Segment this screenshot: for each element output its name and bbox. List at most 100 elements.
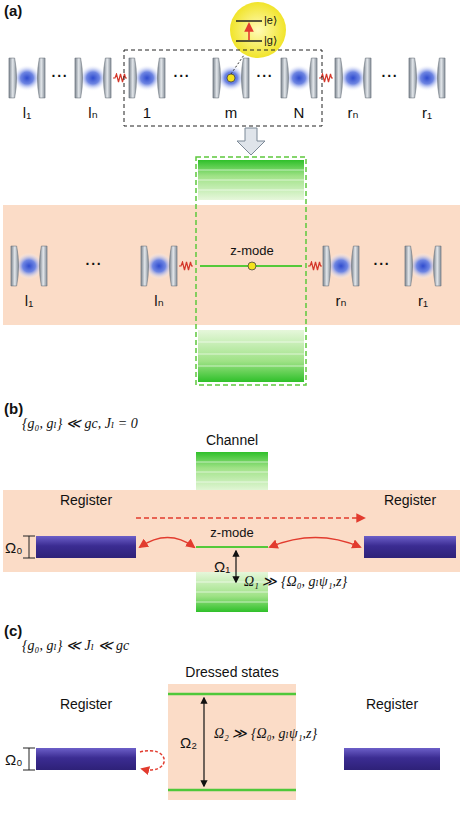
- atom: [248, 262, 256, 270]
- drawing-part: [196, 472, 268, 473]
- annotation-label: ···: [257, 68, 274, 84]
- annotation-label: l₁: [25, 292, 33, 309]
- annotation-label: r₁: [418, 292, 428, 309]
- exchange-arrow: [140, 538, 194, 548]
- drawing-part: [196, 602, 268, 603]
- drawing-part: [198, 180, 304, 181]
- cavity-chain: [9, 58, 445, 98]
- selection-box: [124, 50, 322, 126]
- cavity: [141, 246, 177, 286]
- exchange-arrow: [270, 538, 360, 548]
- cavity: [11, 246, 47, 286]
- cavity: [323, 246, 359, 286]
- channel-band: [198, 330, 304, 382]
- condition-formula: {g₀, gₗ} ≪ gc, Jₗ = 0: [22, 416, 138, 432]
- node-heading-row: Register: [36, 492, 136, 508]
- cavity: [75, 58, 111, 98]
- band-stripes: [196, 462, 268, 482]
- drawing-part: [198, 366, 304, 367]
- coupling-spring: [179, 262, 193, 270]
- cavity: [129, 58, 165, 98]
- annotation-label: N: [294, 104, 305, 121]
- zoom-arrow: [237, 128, 265, 155]
- cavity: [281, 58, 317, 98]
- gap-arrow: [203, 698, 204, 786]
- coupling-spring: [319, 74, 333, 82]
- cavity: [405, 246, 441, 286]
- drawing-part: [196, 462, 268, 463]
- node-heading-row: Channel: [190, 432, 274, 448]
- register-band: [3, 490, 460, 572]
- width-bracket: [23, 536, 35, 558]
- node-heading-row: Register: [36, 696, 136, 712]
- panel-letter: (c): [4, 622, 22, 639]
- annotation-label: z-mode: [230, 244, 273, 259]
- annotation-label: ···: [174, 68, 191, 84]
- atom: [227, 74, 235, 82]
- band-stripes: [198, 342, 304, 366]
- annotation-label: lₙ: [88, 104, 97, 121]
- node-box: Register: [36, 696, 136, 770]
- node-box: Register: [36, 492, 136, 558]
- node-heading: Register: [60, 492, 112, 508]
- condition-formula: Ω₂ ≫ {Ω₀, gₗψ₁,z}: [214, 726, 317, 742]
- gap-arrow: [235, 551, 236, 582]
- dressed-box: [168, 684, 296, 800]
- drawing-part: [198, 170, 304, 171]
- node-heading: Register: [366, 696, 418, 712]
- drawing-part: [196, 482, 268, 483]
- ground-level: [236, 40, 262, 42]
- node-box: Register: [364, 492, 456, 558]
- dressed-level: [168, 789, 296, 792]
- annotation-label: rₙ: [336, 292, 347, 309]
- width-bracket: [23, 748, 35, 770]
- channel-band: [196, 452, 268, 492]
- condition-formula: {g₀, gₗ} ≪ Jₗ ≪ gc: [22, 638, 129, 654]
- node-heading: Channel: [206, 432, 258, 448]
- register-bar: [36, 748, 136, 770]
- register-bar: [36, 536, 136, 558]
- annotation-label: |g⟩: [264, 34, 277, 47]
- annotation-label: ···: [86, 256, 103, 272]
- transfer-arrow: [136, 517, 364, 519]
- node-heading-row: Register: [344, 696, 440, 712]
- annotation-label: ···: [52, 68, 69, 84]
- node-heading-row: Register: [364, 492, 456, 508]
- annotation-label: 1: [143, 104, 151, 121]
- annotation-label: rₙ: [348, 104, 359, 121]
- annotation-label: Ω₁: [214, 558, 230, 575]
- annotation-label: r₁: [422, 104, 432, 121]
- annotation-label: m: [225, 104, 238, 121]
- node-heading: Register: [384, 492, 436, 508]
- zoom-box: [196, 157, 306, 385]
- cavity: [409, 58, 445, 98]
- annotation-label: Ω₂: [180, 734, 197, 751]
- annotation-label: ···: [374, 256, 391, 272]
- node-box: Register: [344, 696, 440, 770]
- panel-letter: (a): [4, 2, 22, 19]
- annotation-label: l₁: [23, 104, 31, 121]
- node-heading-row: Dressed states: [168, 664, 296, 680]
- condition-formula: Ω₁ ≫ {Ω₀, gₗψ₁,z}: [244, 574, 347, 590]
- drawing-part: [198, 342, 304, 343]
- cavity: [9, 58, 45, 98]
- drawing-part: [198, 190, 304, 191]
- register-band: [3, 205, 460, 325]
- node-heading: Register: [60, 696, 112, 712]
- cavity: [213, 58, 249, 98]
- transition-arrow: [248, 24, 250, 40]
- coupling-spring: [113, 74, 127, 82]
- band-stripes: [198, 170, 304, 190]
- annotation-label: Ω₀: [5, 539, 22, 556]
- inset-leader: [231, 55, 244, 74]
- register-bar: [364, 536, 456, 558]
- cavity-chain: [11, 246, 441, 286]
- annotation-label: ···: [382, 68, 399, 84]
- z-mode-line: [196, 546, 268, 548]
- dressed-level: [168, 693, 296, 696]
- register-bar: [344, 748, 440, 770]
- annotation-label: Ω₀: [5, 751, 22, 768]
- annotation-label: z-mode: [210, 526, 253, 541]
- channel-band: [198, 160, 304, 200]
